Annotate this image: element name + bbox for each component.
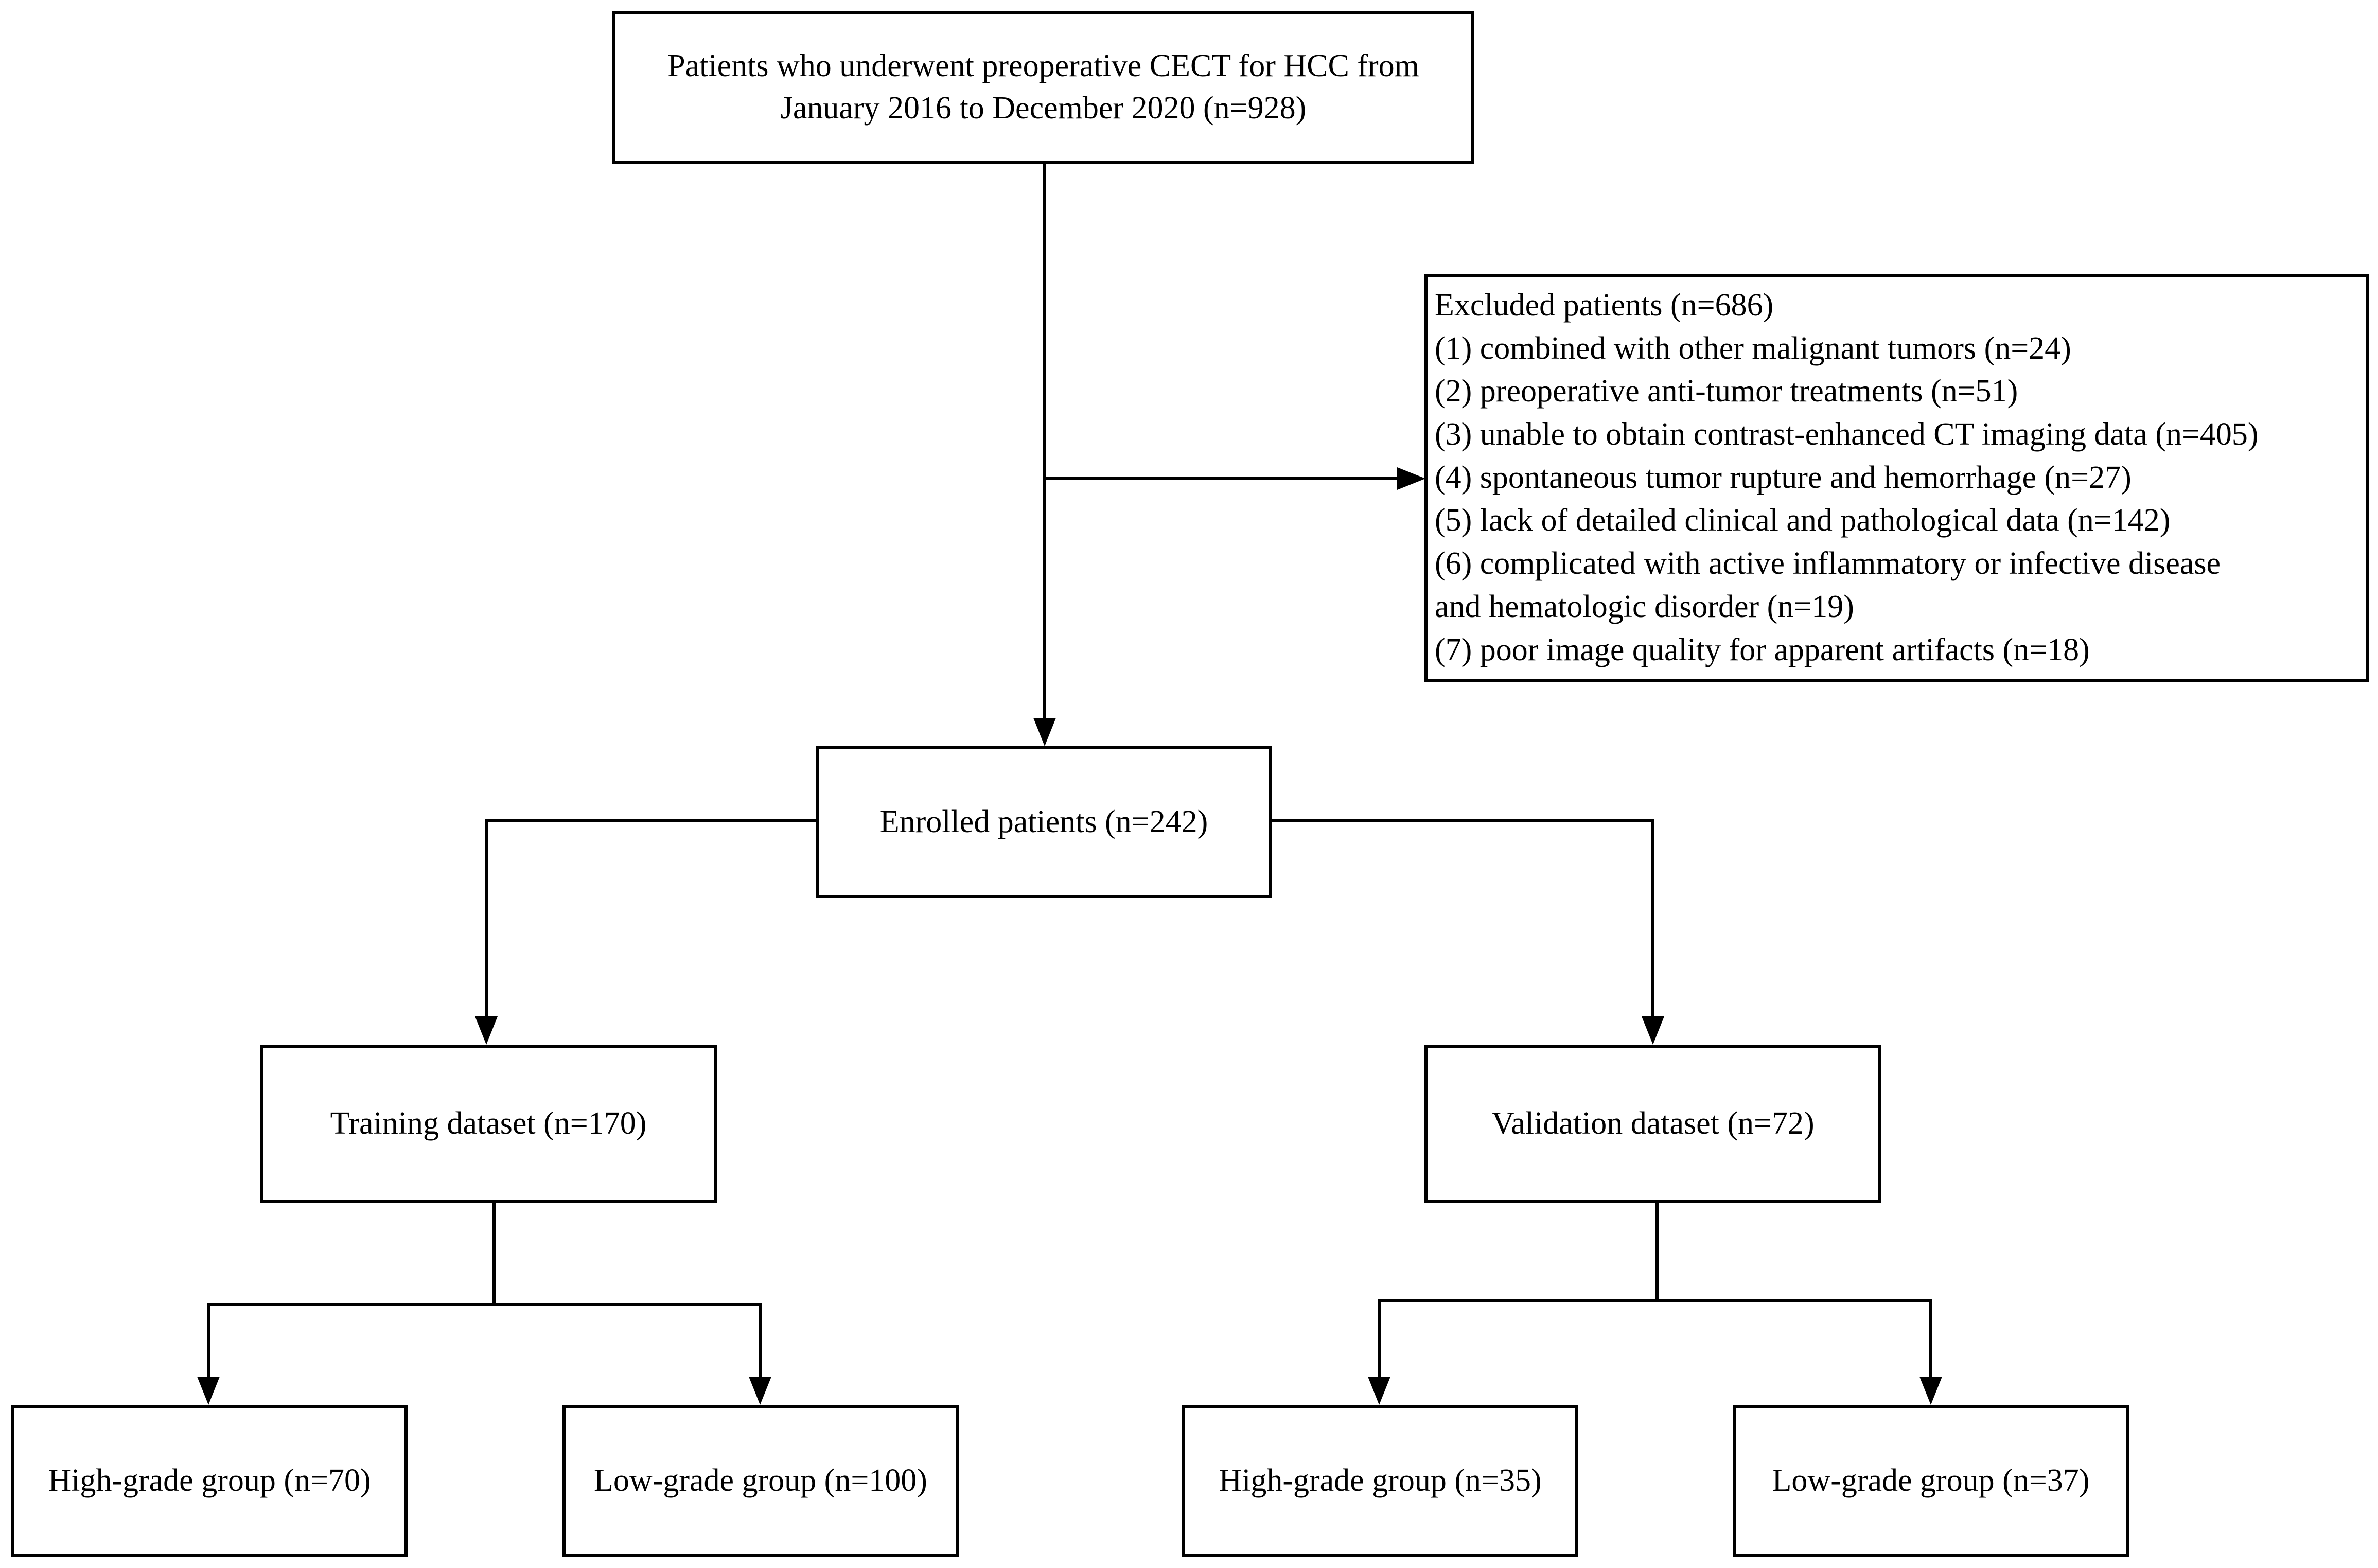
training-dataset-box: Training dataset (n=170) — [260, 1045, 717, 1203]
validation-high-grade-label: High-grade group (n=35) — [1219, 1463, 1542, 1498]
training-high-grade-box: High-grade group (n=70) — [11, 1405, 408, 1557]
connector-enrolled-to-validation — [1271, 819, 1654, 1018]
validation-low-grade-label: Low-grade group (n=37) — [1772, 1463, 2090, 1498]
training-low-grade-box: Low-grade group (n=100) — [562, 1405, 959, 1557]
training-low-grade-label: Low-grade group (n=100) — [594, 1463, 927, 1498]
arrowhead-to-enrolled — [1033, 718, 1056, 746]
arrowhead-to-training — [475, 1016, 498, 1045]
excluded-reason-7: (7) poor image quality for apparent arti… — [1435, 632, 2090, 667]
excluded-reason-6: (6) complicated with active inflammatory… — [1435, 546, 2221, 582]
arrowhead-to-validation — [1642, 1016, 1664, 1045]
excluded-patients-box: Excluded patients (n=686) (1) combined w… — [1424, 274, 2369, 682]
source-patients-box: Patients who underwent preoperative CECT… — [612, 11, 1474, 164]
excluded-reason-3: (3) unable to obtain contrast-enhanced C… — [1435, 417, 2259, 452]
arrowhead-to-excluded — [1397, 467, 1425, 490]
excluded-reason-6-cont: and hematologic disorder (n=19) — [1435, 589, 1854, 624]
enrolled-label: Enrolled patients (n=242) — [879, 804, 1208, 839]
validation-low-grade-box: Low-grade group (n=37) — [1733, 1405, 2129, 1557]
training-high-grade-label: High-grade group (n=70) — [48, 1463, 371, 1498]
arrowhead-to-validation-high — [1368, 1377, 1390, 1405]
validation-label: Validation dataset (n=72) — [1491, 1106, 1815, 1141]
excluded-reason-2: (2) preoperative anti-tumor treatments (… — [1435, 374, 2018, 409]
excluded-heading: Excluded patients (n=686) — [1435, 288, 1774, 323]
training-label: Training dataset (n=170) — [330, 1106, 647, 1141]
validation-high-grade-box: High-grade group (n=35) — [1182, 1405, 1578, 1557]
arrowhead-to-training-low — [749, 1377, 771, 1405]
enrolled-patients-box: Enrolled patients (n=242) — [816, 746, 1272, 898]
excluded-reason-1: (1) combined with other malignant tumors… — [1435, 330, 2071, 366]
arrowhead-to-validation-low — [1919, 1377, 1942, 1405]
excluded-reason-4: (4) spontaneous tumor rupture and hemorr… — [1435, 460, 2132, 495]
validation-dataset-box: Validation dataset (n=72) — [1424, 1045, 1881, 1203]
source-line-1: Patients who underwent preoperative CECT… — [667, 48, 1419, 84]
arrowhead-to-training-high — [197, 1377, 220, 1405]
source-line-2: January 2016 to December 2020 (n=928) — [780, 91, 1307, 126]
connector-enrolled-to-training — [485, 819, 817, 1018]
excluded-reason-5: (5) lack of detailed clinical and pathol… — [1435, 503, 2171, 538]
